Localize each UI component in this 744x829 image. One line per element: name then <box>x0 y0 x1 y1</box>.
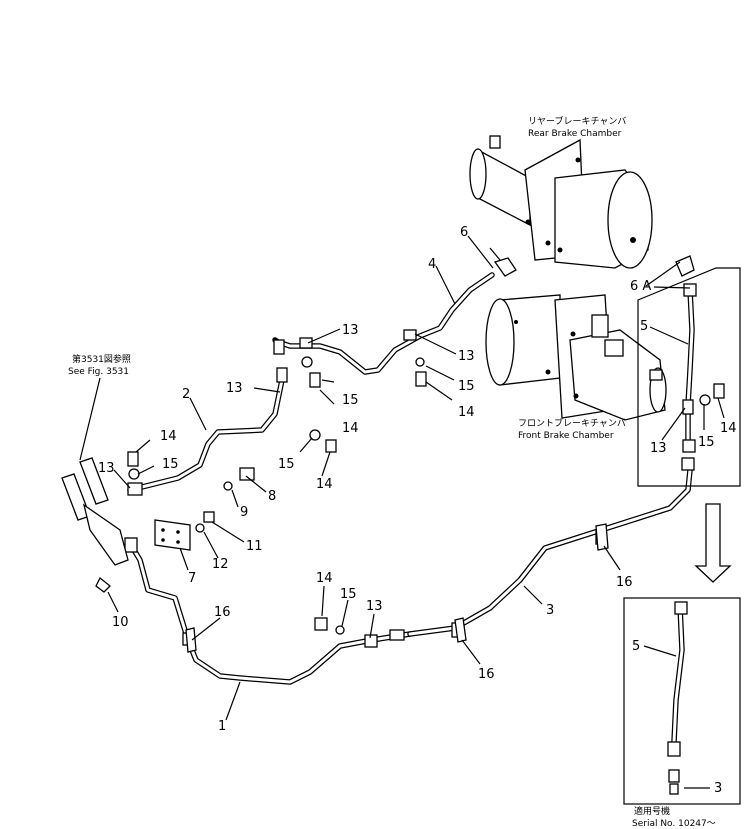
callout-15-e: 15 <box>340 587 357 602</box>
leader-lines <box>79 235 725 789</box>
callout-14-c: 14 <box>458 405 475 420</box>
callout-16-c: 16 <box>616 575 633 590</box>
callout-13-e: 13 <box>366 599 383 614</box>
callout-9: 9 <box>240 505 248 520</box>
bolts-washers <box>127 356 725 635</box>
callout-10: 10 <box>112 615 129 630</box>
callout-2: 2 <box>182 387 190 402</box>
callout-15-b: 15 <box>342 393 359 408</box>
callout-3: 3 <box>546 603 554 618</box>
callout-8: 8 <box>268 489 276 504</box>
front-chamber-label-en: Front Brake Chamber <box>518 431 614 441</box>
serial-label-jp: 適用号機 <box>634 805 670 817</box>
callout-13-c: 13 <box>226 381 243 396</box>
callout-13-b: 13 <box>458 349 475 364</box>
inset-box <box>623 597 741 805</box>
serial-label-en: Serial No. 10247～ <box>632 819 716 829</box>
tube-2 <box>127 377 285 493</box>
callout-14-a: 14 <box>160 429 177 444</box>
callout-13-f: 13 <box>650 441 667 456</box>
callout-6a: 6 A <box>630 279 651 294</box>
valve-bracket <box>61 457 129 593</box>
callout-16-a: 16 <box>214 605 231 620</box>
callout-15-c: 15 <box>458 379 475 394</box>
callout-3-inset: 3 <box>714 781 722 796</box>
callout-15-a: 15 <box>162 457 179 472</box>
rear-chamber-label-en: Rear Brake Chamber <box>528 129 622 139</box>
callout-15-d: 15 <box>278 457 295 472</box>
down-arrow-icon <box>694 503 732 583</box>
detail-outline <box>637 267 741 487</box>
see-fig-label-en: See Fig. 3531 <box>68 367 129 377</box>
front-chamber-label-jp: フロントブレーキチャンバ <box>518 417 626 429</box>
callout-11: 11 <box>246 539 263 554</box>
callout-1: 1 <box>218 719 226 734</box>
callout-16-b: 16 <box>478 667 495 682</box>
callout-14-e: 14 <box>316 571 333 586</box>
callout-5: 5 <box>640 319 648 334</box>
rear-chamber-label-jp: リヤーブレーキチャンバ <box>528 115 626 127</box>
callout-7: 7 <box>188 571 196 586</box>
callout-14-b: 14 <box>342 421 359 436</box>
rear-brake-chamber <box>469 135 695 277</box>
callout-5-inset: 5 <box>632 639 640 654</box>
callout-15-f: 15 <box>698 435 715 450</box>
callout-6: 6 <box>460 225 468 240</box>
callout-13-a: 13 <box>342 323 359 338</box>
callout-14-d: 14 <box>316 477 333 492</box>
callout-14-f: 14 <box>720 421 737 436</box>
fitting-6 <box>489 247 517 277</box>
callout-12: 12 <box>212 557 229 572</box>
plate-7 <box>154 519 191 551</box>
callout-13-d: 13 <box>98 461 115 476</box>
see-fig-label-jp: 第3531図参照 <box>72 353 131 365</box>
callout-4: 4 <box>428 257 436 272</box>
front-brake-chamber <box>485 294 667 421</box>
